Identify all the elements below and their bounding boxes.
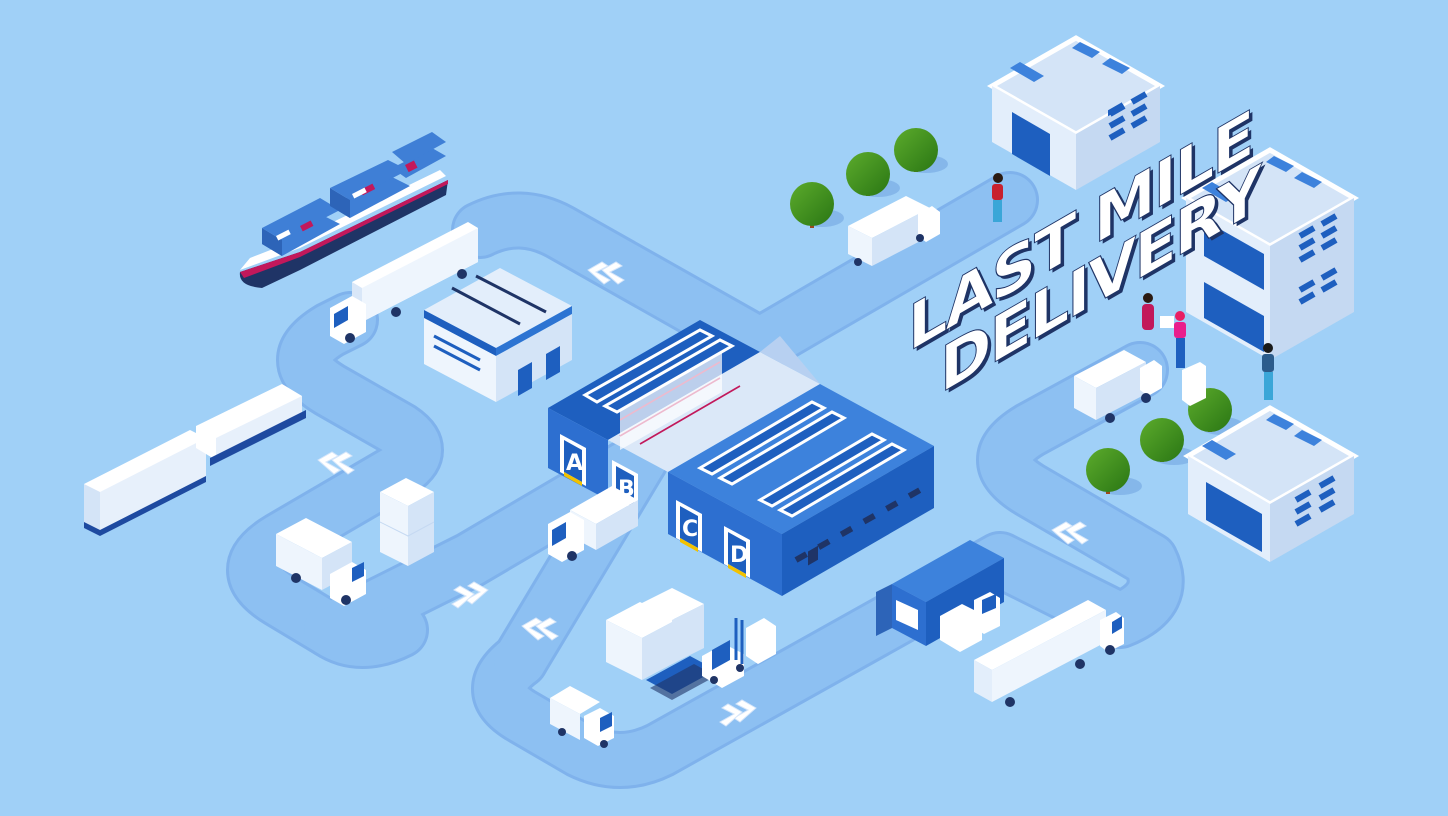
- semi-truck-right: [974, 600, 1124, 707]
- tree-icon: [1086, 448, 1142, 495]
- chevron-arrow-icon: [719, 699, 757, 727]
- pallet-stack: [379, 478, 435, 566]
- parcel-stack: [1182, 362, 1206, 406]
- central-warehouse: A B C D: [548, 320, 934, 596]
- tree-icon: [790, 182, 844, 228]
- dock-door-a: A: [560, 434, 586, 486]
- chevron-arrow-icon: [587, 261, 625, 285]
- dock-truck: [548, 486, 638, 562]
- dock-label-a: A: [566, 451, 583, 476]
- pallet-area: [606, 588, 776, 700]
- box-truck: [276, 518, 366, 606]
- building-top: [986, 35, 1166, 190]
- direction-arrows: [317, 261, 1089, 727]
- person-icon: [1160, 311, 1186, 368]
- chevron-arrow-icon: [451, 581, 489, 609]
- dock-label-c: C: [682, 517, 698, 542]
- shipping-container: [876, 540, 1004, 652]
- chevron-arrow-icon: [317, 451, 355, 475]
- chevron-arrow-icon: [521, 617, 559, 641]
- box-truck-top: [848, 196, 940, 266]
- chevron-arrow-icon: [1051, 521, 1089, 545]
- delivery-van: [550, 686, 614, 748]
- small-warehouse: [424, 268, 572, 402]
- tree-icon: [1140, 418, 1196, 465]
- dock-door-d: D: [724, 526, 750, 578]
- person-icon: [992, 173, 1003, 222]
- building-bottom: [1183, 405, 1360, 562]
- person-icon: [1262, 343, 1274, 400]
- freight-train: [84, 384, 306, 536]
- cargo-ship: [239, 132, 448, 288]
- semi-truck: [330, 222, 478, 344]
- person-icon: [1142, 293, 1154, 330]
- dock-door-c: C: [676, 500, 702, 552]
- tree-icon: [894, 128, 948, 173]
- delivery-van-right: [1074, 350, 1162, 423]
- building-tall: [1180, 147, 1360, 360]
- people: [992, 173, 1274, 406]
- tree-icon: [846, 152, 900, 197]
- dock-label-d: D: [730, 543, 748, 568]
